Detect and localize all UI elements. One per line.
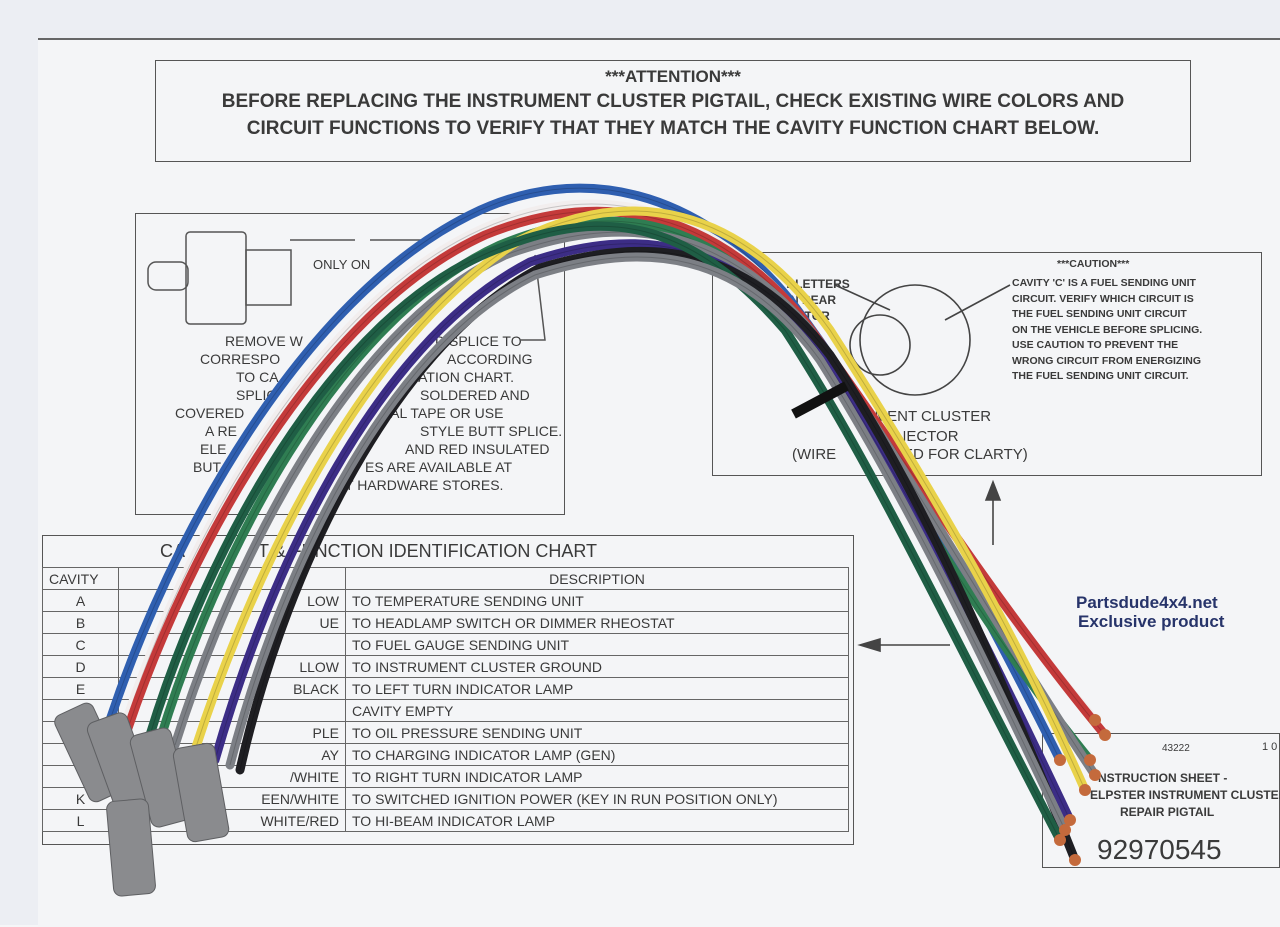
wire bbox=[145, 221, 1065, 845]
caution-line: USE CAUTION TO PREVENT THE bbox=[1012, 339, 1179, 351]
chart-cell-description: TO HI-BEAM INDICATOR LAMP bbox=[345, 809, 849, 832]
chart-header-row: CAVITY DESCRIPTION bbox=[42, 567, 849, 590]
caution-heading: ***CAUTION*** bbox=[1057, 258, 1130, 270]
wire-edge bbox=[159, 220, 1091, 761]
chart-cell-description: TO FUEL GAUGE SENDING UNIT bbox=[345, 633, 849, 656]
connector-sketch-icon bbox=[147, 231, 546, 341]
attention-box: ***ATTENTION*** BEFORE REPLACING THE INS… bbox=[155, 60, 1191, 162]
chart-cell-description: TO RIGHT TURN INDICATOR LAMP bbox=[345, 765, 849, 788]
caution-line: THE FUEL SENDING UNIT CIRCUIT bbox=[1012, 308, 1187, 320]
splice-instruction-line: BUT bbox=[193, 459, 221, 475]
caution-line: WRONG CIRCUIT FROM ENERGIZING bbox=[1012, 354, 1201, 367]
caution-line: CIRCUIT. VERIFY WHICH CIRCUIT IS bbox=[1012, 292, 1194, 305]
splice-instruction-line: TO CA bbox=[236, 369, 279, 385]
attention-line-1: BEFORE REPLACING THE INSTRUMENT CLUSTER … bbox=[221, 91, 1125, 112]
wire-edge bbox=[239, 250, 1076, 861]
wire bbox=[190, 206, 1090, 795]
copper-wire-end bbox=[1059, 824, 1071, 836]
brand-line-1: Partsdude4x4.net bbox=[1076, 593, 1218, 612]
stamp-sheet-3: REPAIR PIGTAIL bbox=[1120, 805, 1215, 819]
chart-cell-description: TO HEADLAMP SWITCH OR DIMMER RHEOSTAT bbox=[345, 611, 849, 634]
chart-cell-description: TO INSTRUMENT CLUSTER GROUND bbox=[345, 655, 849, 678]
copper-wire-end bbox=[1089, 714, 1101, 726]
wire-edge bbox=[194, 210, 1086, 791]
wire-edge bbox=[149, 225, 1061, 841]
caution-line: THE FUEL SENDING UNIT CIRCUIT. bbox=[1012, 370, 1189, 382]
col-header-description: DESCRIPTION bbox=[345, 567, 849, 590]
splice-instruction-line: CORRESPO bbox=[200, 351, 281, 367]
caution-line: ON THE VEHICLE BEFORE SPLICING. bbox=[1012, 323, 1203, 336]
stamp-sheet-1: NSTRUCTION SHEET - bbox=[1098, 771, 1228, 785]
wire-edge bbox=[229, 256, 1066, 831]
splice-instruction-line: A RE bbox=[205, 423, 237, 439]
caution-line: CAVITY 'C' IS A FUEL SENDING UNIT bbox=[1012, 277, 1196, 289]
part-number: 92970545 bbox=[1097, 834, 1222, 865]
chart-cell-description: TO TEMPERATURE SENDING UNIT bbox=[345, 589, 849, 612]
splice-instruction-line: SOLDERED AND bbox=[420, 387, 530, 403]
terminal-plugs bbox=[54, 702, 230, 897]
splice-instruction-line: AND RED INSULATED bbox=[405, 441, 550, 457]
copper-wire-end bbox=[1069, 854, 1081, 866]
brand-line-2: Exclusive product bbox=[1078, 612, 1225, 631]
terminal-plug bbox=[172, 742, 230, 843]
splice-instruction-line: T HARDWARE STORES. bbox=[345, 477, 504, 493]
splice-instruction-line: ACCORDING bbox=[447, 351, 533, 367]
stamp-corner: 1 0 bbox=[1262, 741, 1278, 753]
splice-instruction-line: REMOVE W bbox=[225, 333, 303, 349]
splice-instruction-line: COVERED bbox=[175, 405, 245, 421]
terminal-plug bbox=[106, 798, 156, 897]
splice-instruction-line: ES ARE AVAILABLE AT bbox=[365, 459, 513, 475]
stamp-code: 43222 bbox=[1162, 743, 1190, 754]
attention-line-2: CIRCUIT FUNCTIONS TO VERIFY THAT THEY MA… bbox=[246, 118, 1100, 139]
connector-diagram-box bbox=[712, 252, 1262, 476]
attention-heading: ***ATTENTION*** bbox=[605, 67, 741, 86]
wire-bundle bbox=[105, 183, 1111, 866]
zip-tie bbox=[791, 381, 849, 419]
chart-title-part-2: T & FUNCTION IDENTIFICATION CHART bbox=[258, 541, 598, 561]
splice-instructions-box bbox=[135, 213, 565, 515]
chart-cell-description: TO OIL PRESSURE SENDING UNIT bbox=[345, 721, 849, 744]
splice-instruction-line: ELE bbox=[200, 441, 227, 457]
copper-wire-end bbox=[1054, 754, 1066, 766]
chart-cell-description: TO LEFT TURN INDICATOR LAMP bbox=[345, 677, 849, 700]
cluster-label-3: (WIRE bbox=[792, 446, 837, 463]
splice-instruction-line: STYLE BUTT SPLICE. bbox=[420, 423, 563, 439]
copper-wire-end bbox=[1054, 834, 1066, 846]
copper-wire-end bbox=[1079, 784, 1091, 796]
copper-wire-end bbox=[1089, 769, 1101, 781]
wire bbox=[225, 252, 1070, 835]
wire bbox=[155, 216, 1095, 765]
wire bbox=[235, 246, 1080, 865]
copper-wire-end bbox=[1099, 729, 1111, 741]
stamp-sheet-2: ELPSTER INSTRUMENT CLUSTER bbox=[1090, 788, 1280, 802]
round-connector-icon bbox=[834, 284, 1011, 653]
copper-wire-end bbox=[1084, 754, 1096, 766]
only-one-label: ONLY ON bbox=[313, 257, 371, 272]
copper-wire-end bbox=[1064, 814, 1076, 826]
